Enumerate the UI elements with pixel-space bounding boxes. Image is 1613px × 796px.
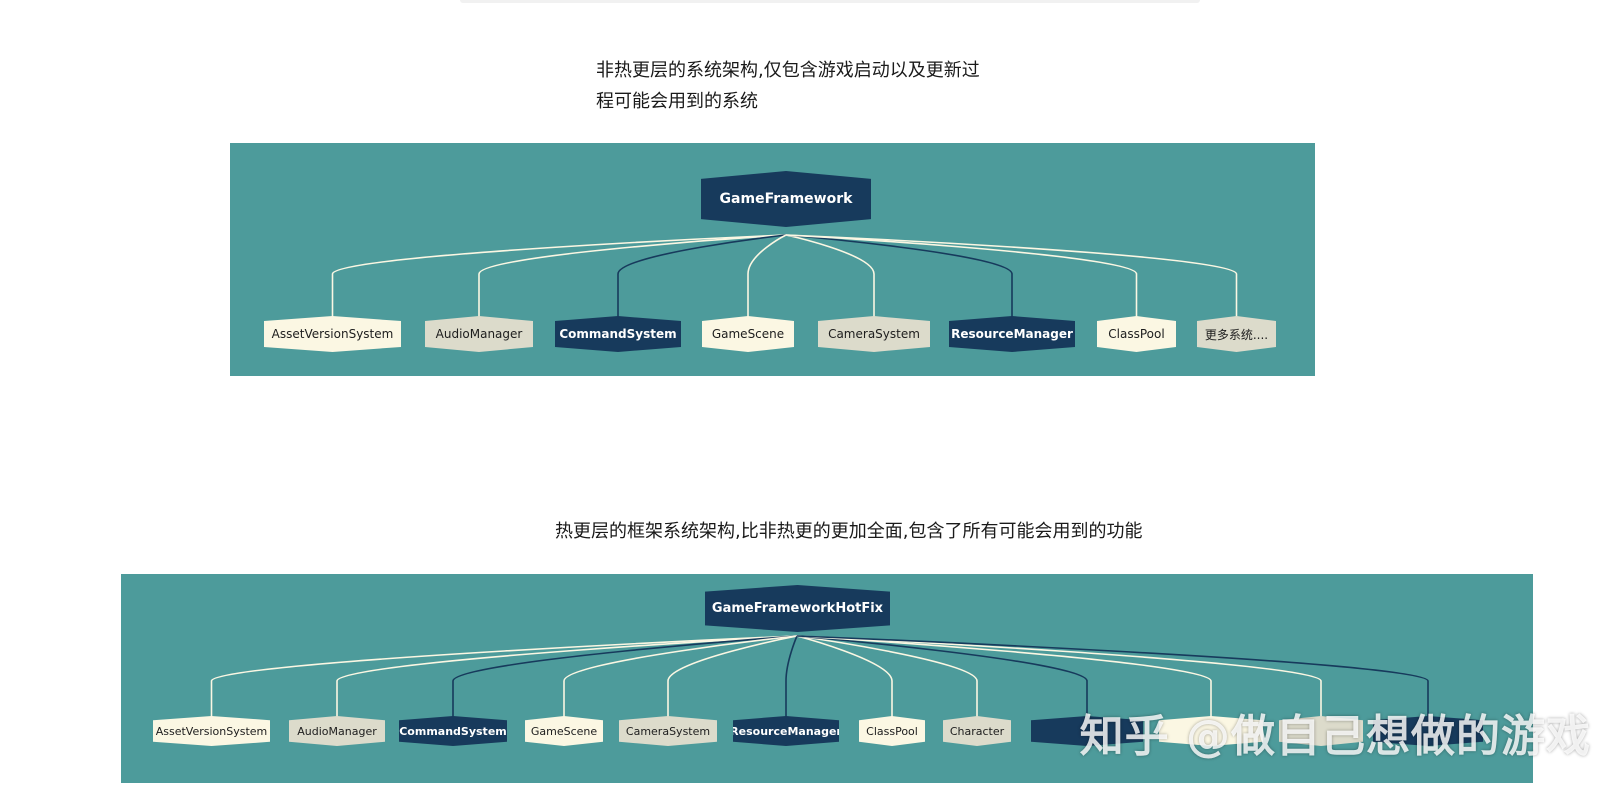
diagram2-links [210,635,1429,718]
diagram1-link-audio-manager [478,234,787,318]
diagram2-node-asset-version-system: AssetVersionSystem [153,716,270,746]
diagram2-link-asset-version-system [210,635,798,718]
diagram2-node-node-9 [1031,716,1143,746]
diagram2-root-node: GameFrameworkHotFix [705,585,890,632]
diagram2-node-class-pool: ClassPool [859,716,925,746]
diagram2-panel: GameFrameworkHotFix AssetVersionSystem Au… [121,574,1533,783]
diagram1-node-audio-manager: AudioManager [425,316,533,352]
diagram1-link-camera-system [785,234,875,318]
diagram1-links [331,234,1238,318]
diagram2-link-resource-manager [785,635,798,718]
diagram2-link-character [796,635,978,718]
diagram1-node-game-scene: GameScene [702,316,794,352]
diagram2-node-node-10 [1159,716,1263,746]
diagram2-node-character: Character [943,716,1011,746]
diagram1-link-command-system [617,234,787,318]
diagram2-node-node-12 [1373,716,1483,746]
diagram2-link-camera-system [667,635,798,718]
diagram1-link-class-pool [785,234,1138,318]
diagram1-node-command-system: CommandSystem [555,316,681,352]
diagram2-link-game-scene [563,635,798,718]
watermark: 知乎 @做自己想做的游戏 [1079,711,1591,762]
diagram2-node-node-11 [1279,716,1363,746]
diagram1-caption-line2: 程可能会用到的系统 [596,91,758,112]
top-divider [460,0,1200,3]
diagram1-link-game-scene [747,234,787,318]
diagram1-node-camera-system: CameraSystem [818,316,930,352]
diagram2-node-game-scene: GameScene [525,716,603,746]
diagram2-link-node-9 [796,635,1088,718]
diagram1-link-resource-manager [785,234,1013,318]
diagram1-node-more-systems: 更多系统.... [1197,316,1276,352]
diagram1-caption: 非热更层的系统架构,仅包含游戏启动以及更新过 程可能会用到的系统 [596,55,980,117]
diagram2-caption: 热更层的框架系统架构,比非热更的更加全面,包含了所有可能会用到的功能 [555,521,1143,542]
diagram1-node-class-pool: ClassPool [1097,316,1176,352]
diagram1-link-asset-version-system [331,234,787,318]
diagram2-node-resource-manager: ResourceManager [733,716,839,746]
diagram2-link-node-12 [796,635,1429,718]
diagram1-root-node: GameFramework [701,171,871,227]
diagram2-link-class-pool [796,635,893,718]
diagram1-link-more-systems [785,234,1238,318]
diagram2-node-camera-system: CameraSystem [619,716,717,746]
diagram2-node-command-system: CommandSystem [399,716,507,746]
diagram1-node-asset-version-system: AssetVersionSystem [264,316,401,352]
diagram1-node-resource-manager: ResourceManager [949,316,1075,352]
diagram2-node-audio-manager: AudioManager [289,716,385,746]
diagram1-caption-line1: 非热更层的系统架构,仅包含游戏启动以及更新过 [596,60,980,81]
diagram1-panel: GameFramework AssetVersionSystem AudioMan… [230,143,1315,376]
